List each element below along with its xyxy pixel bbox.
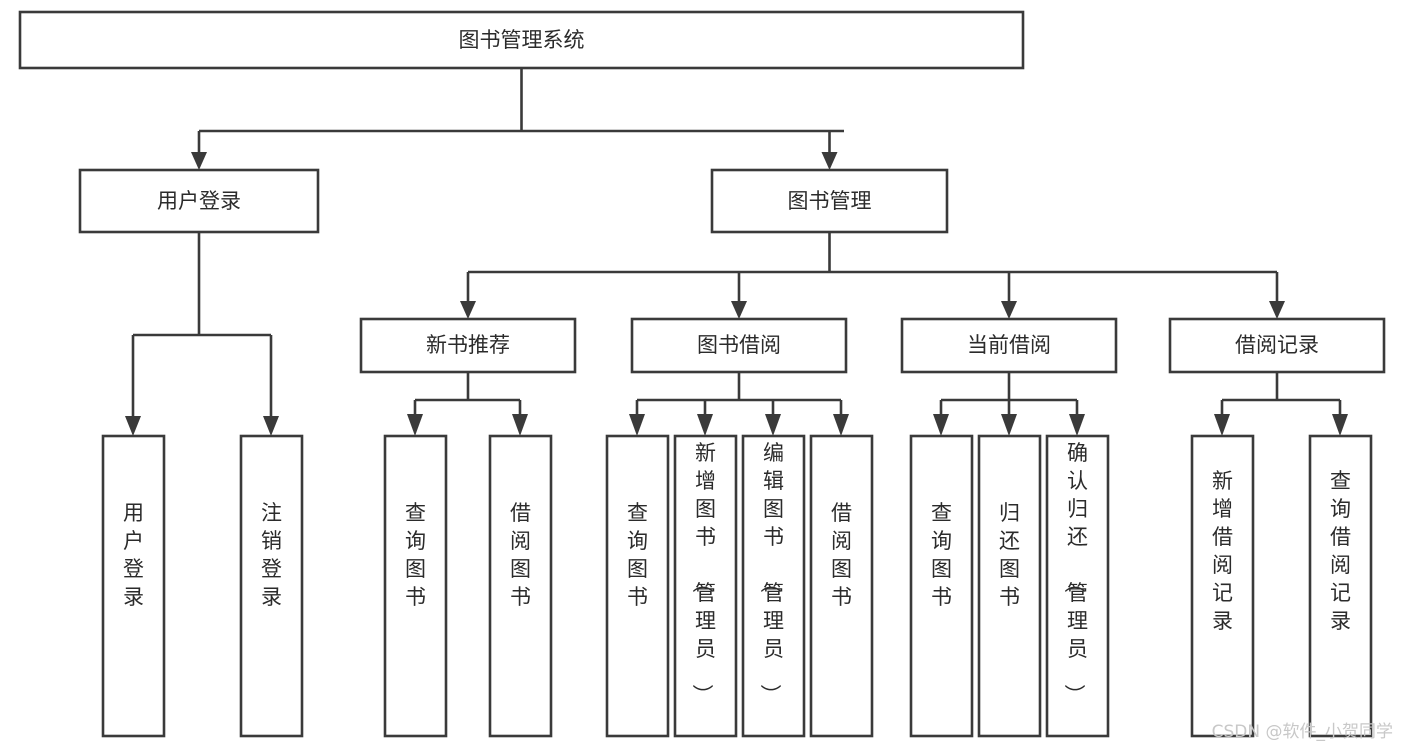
node-label-root: 图书管理系统 (459, 28, 585, 52)
node-box-current-borrow[interactable] (900, 317, 1118, 374)
node-borrow-record[interactable]: 借阅记录 (1168, 317, 1386, 374)
arrowhead-record-leaf-1 (1214, 414, 1230, 436)
node-box-new-book-recommend[interactable] (359, 317, 577, 374)
leaf-box-user-login[interactable] (101, 434, 166, 738)
leaf-borrow-borrow-book[interactable]: 借阅图书 (809, 434, 874, 738)
node-box-book-borrow[interactable] (630, 317, 848, 374)
leaf-label-borrow-add-book: 新增图书（管理员） (690, 441, 716, 705)
leaf-current-confirm-return[interactable]: 确认归还（管理员） (1045, 434, 1110, 738)
leaf-current-return-book[interactable]: 归还图书 (977, 434, 1042, 738)
node-box-root[interactable] (18, 10, 1025, 70)
leaf-label-current-confirm-return: 确认归还（管理员） (1062, 441, 1088, 705)
node-book-management[interactable]: 图书管理 (710, 168, 949, 234)
node-label-book-management: 图书管理 (788, 189, 872, 213)
node-user-login[interactable]: 用户登录 (78, 168, 320, 234)
arrowhead-current-borrow (1001, 301, 1017, 319)
leaf-box-borrow-add-book[interactable] (673, 434, 738, 738)
leaf-box-newbook-borrow-book[interactable] (488, 434, 553, 738)
leaf-logout[interactable]: 注销登录 (239, 434, 304, 738)
node-label-borrow-record: 借阅记录 (1235, 333, 1319, 357)
leaf-label-borrow-borrow-book: 借阅图书 (831, 501, 852, 609)
leaf-box-newbook-query-book[interactable] (383, 434, 448, 738)
leaf-box-logout[interactable] (239, 434, 304, 738)
leaf-box-borrow-borrow-book[interactable] (809, 434, 874, 738)
node-label-user-login: 用户登录 (157, 189, 241, 213)
leaf-record-add-record[interactable]: 新增借阅记录 (1190, 434, 1255, 738)
leaf-label-borrow-edit-book: 编辑图书（管理员） (758, 441, 784, 705)
leaf-box-borrow-query-book[interactable] (605, 434, 670, 738)
leaf-borrow-edit-book[interactable]: 编辑图书（管理员） (741, 434, 806, 738)
leaf-borrow-add-book[interactable]: 新增图书（管理员） (673, 434, 738, 738)
leaf-label-user-login: 用户登录 (123, 501, 144, 609)
arrowhead-record-leaf-2 (1332, 414, 1348, 436)
leaf-box-current-query-book[interactable] (909, 434, 974, 738)
arrowhead-book-borrow (731, 301, 747, 319)
leaf-box-record-query-record[interactable] (1308, 434, 1373, 738)
leaf-box-borrow-edit-book[interactable] (741, 434, 806, 738)
arrowhead-newbook-leaf-1 (407, 414, 423, 436)
arrowhead-borrow-leaf-4 (833, 414, 849, 436)
arrowhead-new-book-rec (460, 301, 476, 319)
leaf-box-record-add-record[interactable] (1190, 434, 1255, 738)
node-box-book-management[interactable] (710, 168, 949, 234)
node-new-book-recommend[interactable]: 新书推荐 (359, 317, 577, 374)
leaf-label-current-query-book: 查询图书 (931, 501, 952, 609)
node-label-book-borrow: 图书借阅 (697, 333, 781, 357)
arrowhead-leaf-user-login (125, 416, 141, 436)
node-book-borrow[interactable]: 图书借阅 (630, 317, 848, 374)
leaf-user-login[interactable]: 用户登录 (101, 434, 166, 738)
node-root-system[interactable]: 图书管理系统 (18, 10, 1025, 70)
leaf-newbook-query-book[interactable]: 查询图书 (383, 434, 448, 738)
csdn-watermark: CSDN @软件_小贺同学 (1211, 722, 1393, 742)
node-label-new-book-recommend: 新书推荐 (426, 333, 510, 357)
arrowhead-book-manage (821, 152, 838, 170)
leaf-record-query-record[interactable]: 查询借阅记录 (1308, 434, 1373, 738)
leaf-label-current-return-book: 归还图书 (999, 501, 1020, 609)
leaf-borrow-query-book[interactable]: 查询图书 (605, 434, 670, 738)
node-current-borrow[interactable]: 当前借阅 (900, 317, 1118, 374)
leaf-current-query-book[interactable]: 查询图书 (909, 434, 974, 738)
leaf-label-borrow-query-book: 查询图书 (627, 501, 648, 609)
leaf-label-newbook-query-book: 查询图书 (405, 501, 426, 609)
leaf-box-current-confirm-return[interactable] (1045, 434, 1110, 738)
leaf-box-current-return-book[interactable] (977, 434, 1042, 738)
leaf-label-record-query-record: 查询借阅记录 (1330, 469, 1351, 633)
node-box-user-login[interactable] (78, 168, 320, 234)
arrowhead-leaf-logout (263, 416, 279, 436)
arrowhead-current-leaf-3 (1069, 414, 1085, 436)
leaf-newbook-borrow-book[interactable]: 借阅图书 (488, 434, 553, 738)
node-box-borrow-record[interactable] (1168, 317, 1386, 374)
arrowhead-borrow-leaf-2 (697, 414, 713, 436)
arrowhead-user-login (191, 152, 207, 170)
arrowhead-current-leaf-1 (933, 414, 949, 436)
arrowhead-borrow-leaf-3 (765, 414, 781, 436)
leaf-label-newbook-borrow-book: 借阅图书 (510, 501, 531, 609)
leaf-label-logout: 注销登录 (261, 501, 282, 609)
node-label-current-borrow: 当前借阅 (967, 333, 1051, 357)
arrowhead-current-leaf-2 (1001, 414, 1017, 436)
arrowhead-newbook-leaf-2 (512, 414, 528, 436)
arrowhead-borrow-leaf-1 (629, 414, 645, 436)
leaf-label-record-add-record: 新增借阅记录 (1212, 469, 1233, 633)
connector-layer (125, 68, 1348, 436)
arrowhead-borrow-record (1269, 301, 1285, 319)
